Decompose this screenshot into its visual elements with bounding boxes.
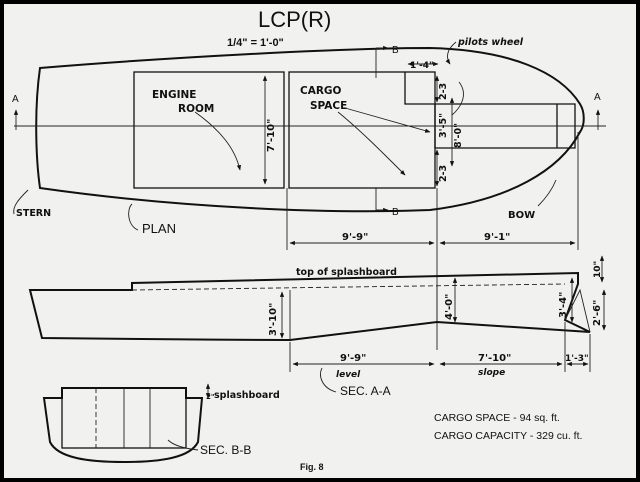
depth-stern-dim: 3'-10" [268,303,279,336]
engine-room-leader [194,111,242,171]
bow-length-dim: 9'-1" [484,232,510,243]
pilots-wheel-mark [451,81,464,116]
section-bb-leader [167,439,199,451]
section-aa-leader [320,367,337,393]
overall-width-dim: 8'-0" [453,123,464,148]
slope-length-dim: 7'-10" [478,353,511,364]
splashboard-dim: 2" [206,393,215,401]
section-a-left-label: A [12,94,19,105]
cargo-space-label-2: SPACE [310,100,347,112]
section-aa-label: SEC. A-A [340,384,391,398]
engine-room-label-2: ROOM [178,103,214,115]
depth-mid-dim: 4'-0" [444,294,455,320]
section-arrow-b-bottom [375,188,389,213]
stern-label: STERN [16,208,51,219]
engine-height-dim: 7'-10" [266,119,277,152]
bow-label: BOW [508,210,535,221]
pilots-wheel-label: pilots wheel [457,37,524,48]
stern-leader [13,189,29,215]
engine-room-box [133,71,285,189]
cargo-space-leader-2 [344,107,431,133]
plan-leader [128,203,139,231]
bow-leader [537,179,557,207]
level-label: level [336,370,361,380]
plan-label: PLAN [142,221,176,236]
bow-top-dim: 10" [593,261,603,278]
splashboard-label: top of splashboard [296,267,397,278]
section-bb-view: 2" splashboard SEC. B-B [42,383,280,464]
section-bb-splashboard-label: splashboard [214,390,280,401]
section-aa-deck-line [131,283,566,291]
cargo-capacity-note: CARGO CAPACITY - 329 cu. ft. [434,430,582,442]
section-b-bottom-label: B [392,207,399,218]
section-bb-label: SEC. B-B [200,443,251,457]
cargo-space-label-1: CARGO [300,85,342,97]
figure-label: Fig. 8 [300,462,324,472]
slope-label: slope [478,368,505,378]
depth-bow-dim: 3'-4" [558,292,569,318]
section-a-right-label: A [594,92,601,103]
bow-tip-dim: 1'-3" [565,354,589,364]
level-length-dim: 9'-9" [340,353,366,364]
bow-low-dim: 2'-6" [592,300,603,326]
upper-side-dim: 2-3 [438,83,449,100]
section-bb-hull [42,387,204,464]
drawing-title: LCP(R) [258,7,331,32]
bow-well-outline [404,72,576,149]
cargo-space-leader [337,111,406,176]
plan-view: A A B B ENGINE ROOM CARGO SPACE pilots w… [12,37,606,350]
cargo-space-note: CARGO SPACE - 94 sq. ft. [434,412,560,424]
mid-dim: 3'-5" [438,113,449,138]
section-arrow-b-top [375,48,388,78]
drawing-scale: 1/4" = 1'-0" [227,37,284,49]
cargo-length-dim: 9'-9" [342,232,368,243]
engine-room-label-1: ENGINE [152,89,196,101]
section-aa-hull [28,271,591,342]
section-aa-view: top of splashboard 3'-10" 4'-0" 3'-4" 10… [28,255,607,398]
lower-side-dim: 2-3 [438,165,449,182]
section-b-top-label: B [392,45,399,56]
top-width-dim: 1'-4" [410,61,434,71]
pilots-wheel-leader [445,41,457,65]
